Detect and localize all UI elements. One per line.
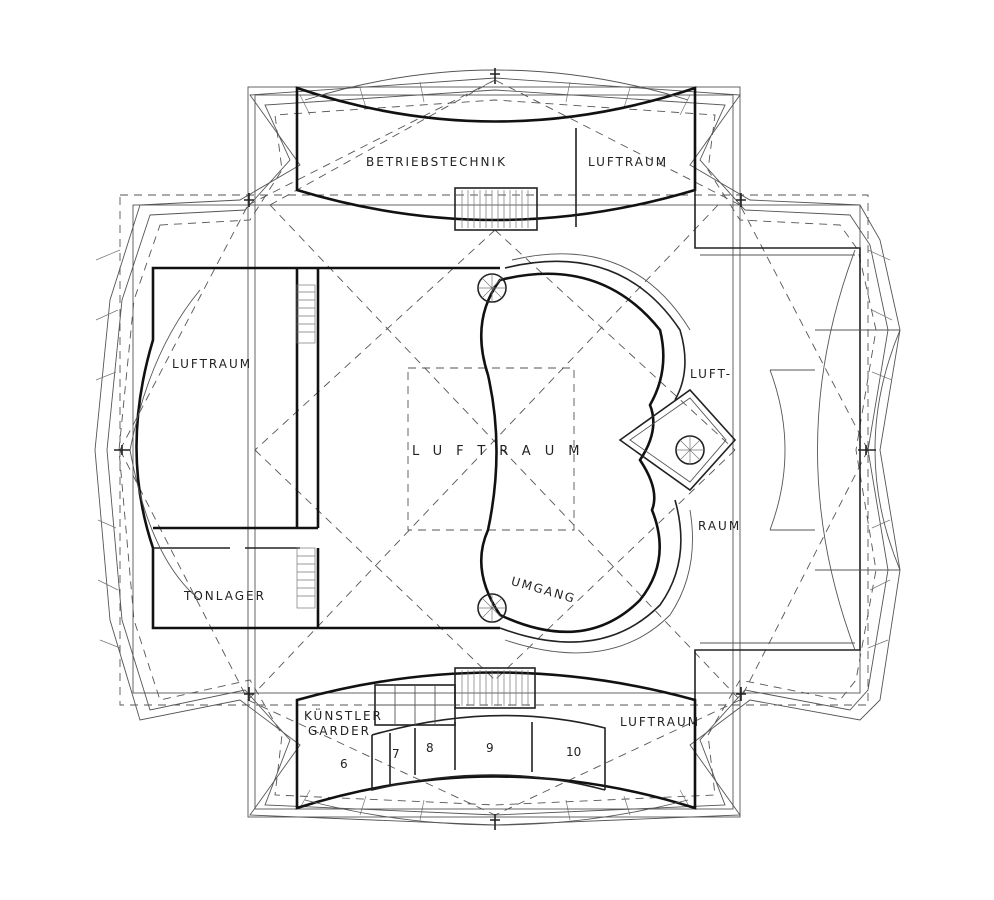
label-luftraum-left: LUFTRAUM [172,357,252,371]
right-canopy [694,190,901,700]
column-markers [114,68,876,830]
label-luft-right: LUFT- [690,367,732,381]
left-block [129,266,320,630]
label-garder: GARDER [308,724,371,738]
room-number-8: 8 [426,741,434,755]
room-number-7: 7 [392,747,400,761]
room-number-10: 10 [566,745,581,759]
room-number-6: 6 [340,757,348,771]
room-number-9: 9 [486,741,494,755]
central-hall [318,253,737,654]
label-tonlager: TONLAGER [183,589,266,603]
label-kuenstler: KÜNSTLER [304,707,383,723]
label-luftraum-bottom: LUFTRAUM [620,715,700,729]
label-luftraum-top: LUFTRAUM [588,155,668,169]
betriebstechnik-block [295,69,697,231]
bottom-block [295,667,697,826]
label-umgang: UMGANG [510,574,578,606]
label-luftraum-center: LUFTRAUM [412,444,593,459]
label-betriebstechnik: BETRIEBSTECHNIK [366,155,507,169]
label-raum-right: RAUM [698,519,741,533]
